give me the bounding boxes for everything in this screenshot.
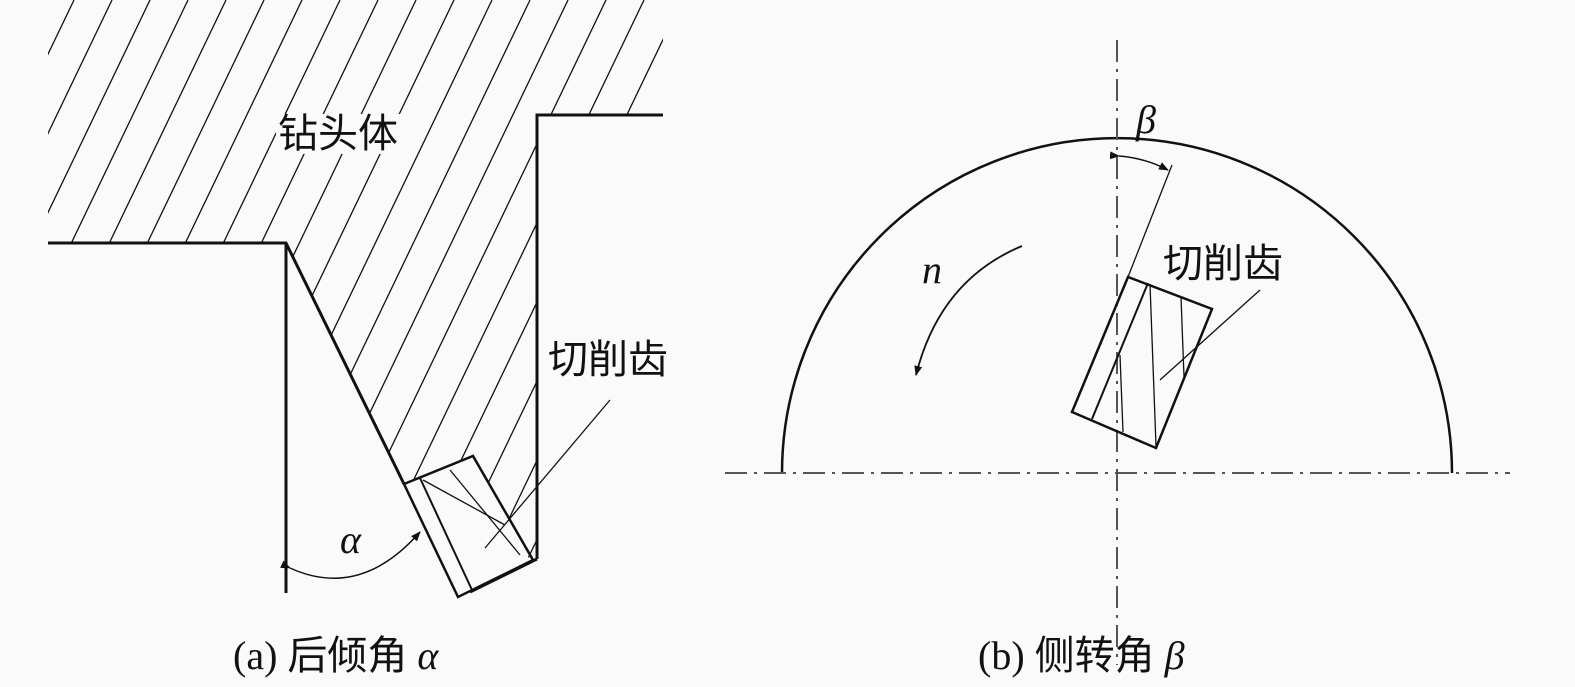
tooth-leader-a — [484, 399, 611, 549]
tooth-leader-b — [1159, 289, 1261, 381]
hatch-line — [878, 0, 1214, 687]
alpha-angle-arc — [280, 531, 421, 579]
beta-angle-arc — [1109, 151, 1169, 171]
caption-b-text: (b) 侧转角 — [978, 633, 1155, 678]
rotation-arrow — [914, 245, 1023, 376]
hatch-line — [764, 0, 1100, 687]
caption-a: (a) 后倾角 α — [233, 636, 438, 676]
cutting-tooth-a — [402, 454, 538, 599]
rotation-symbol: n — [922, 247, 942, 292]
hatch-line — [48, 0, 113, 562]
caption-b: (b) 侧转角 β — [978, 636, 1185, 676]
beta-symbol: β — [1136, 97, 1156, 142]
drill-body-label: 钻头体 — [276, 111, 400, 157]
hatch-line — [726, 0, 1062, 687]
hatch-line — [0, 0, 36, 687]
alpha-symbol: α — [340, 517, 361, 562]
cutting-tooth-label-a: 切削齿 — [546, 337, 670, 383]
hatch-line — [688, 0, 1024, 687]
hatch-line — [48, 0, 227, 562]
caption-a-text: (a) 后倾角 — [233, 633, 408, 678]
hatch-line — [48, 0, 265, 562]
caption-a-symbol: α — [417, 633, 439, 678]
hatch-line — [48, 0, 303, 562]
cutting-tooth-label-b: 切削齿 — [1163, 241, 1283, 287]
hatch-line — [231, 0, 569, 562]
hatch-line — [840, 0, 1176, 687]
hatch-line — [649, 0, 663, 562]
hatch-line — [48, 0, 151, 562]
hatch-line — [48, 0, 379, 562]
caption-b-symbol: β — [1164, 633, 1185, 678]
hatch-line — [48, 0, 189, 562]
hatch-line — [802, 0, 1138, 687]
hatch-line — [48, 0, 341, 562]
cutting-tooth-b — [1070, 164, 1214, 450]
hatch-line — [193, 0, 531, 562]
